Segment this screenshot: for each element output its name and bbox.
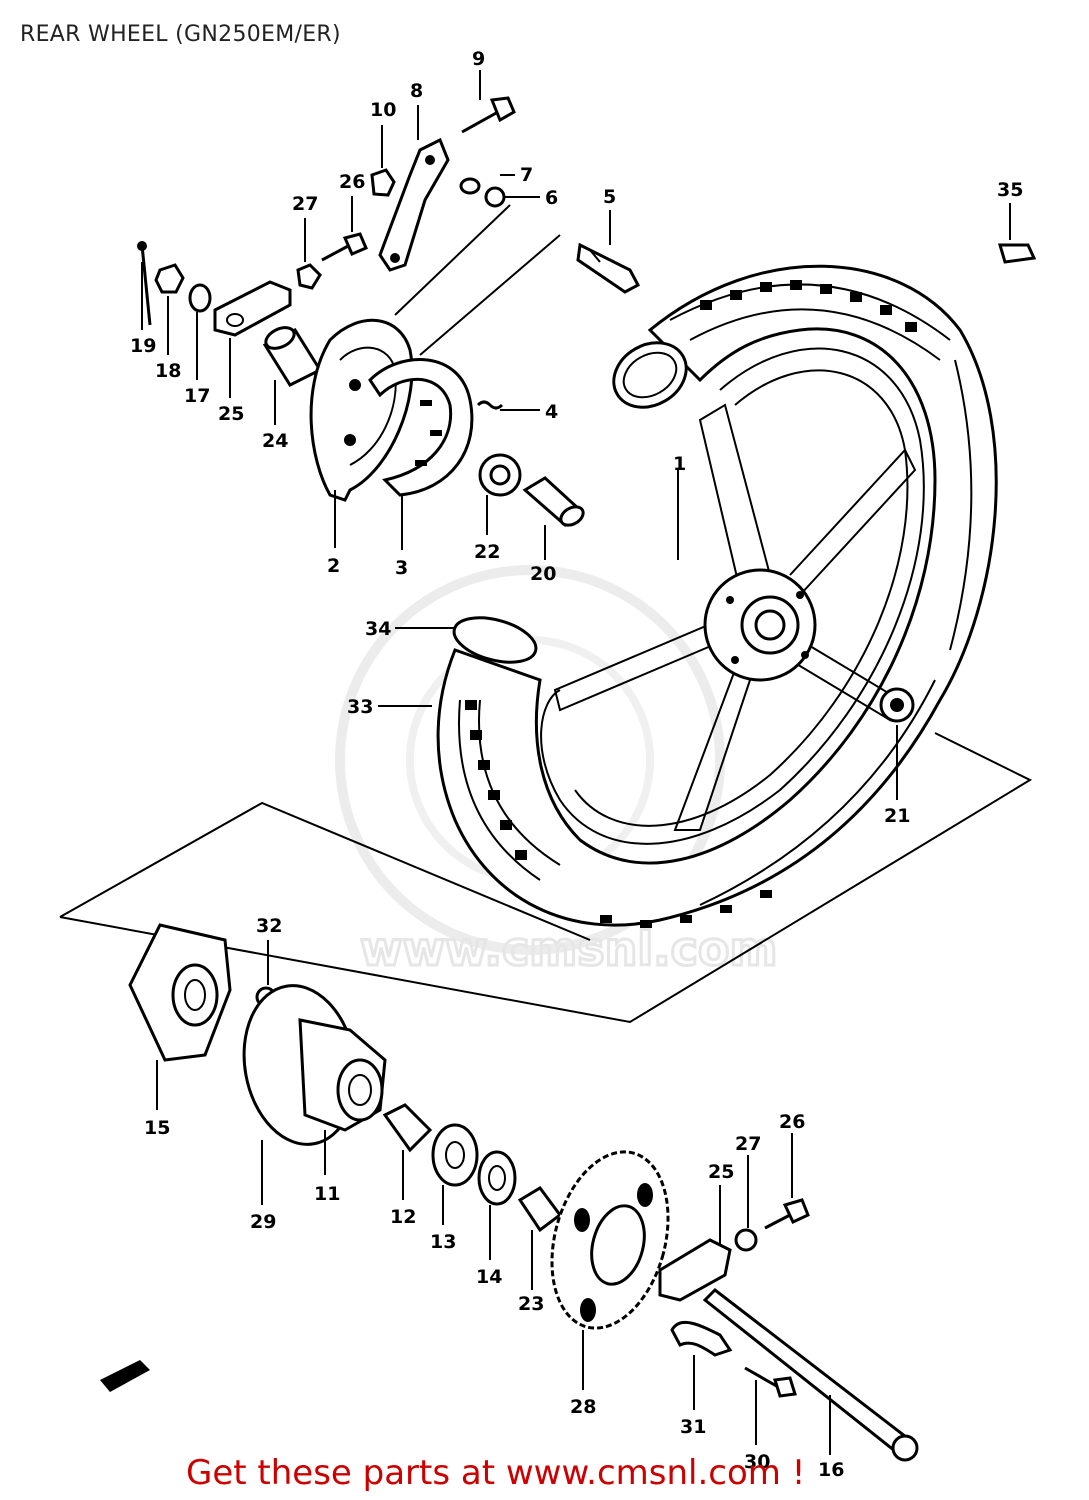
label-13: 13 — [430, 1231, 456, 1253]
label-20: 20 — [530, 563, 556, 585]
label-11: 11 — [314, 1183, 340, 1205]
label-3: 3 — [395, 557, 408, 579]
label-1: 1 — [673, 453, 686, 475]
label-12: 12 — [390, 1206, 416, 1228]
label-33: 33 — [347, 696, 373, 718]
label-4: 4 — [545, 401, 558, 423]
label-16: 16 — [818, 1459, 844, 1481]
label-19: 19 — [130, 335, 156, 357]
label-29: 29 — [250, 1211, 276, 1233]
brake-panel-assembly — [137, 96, 1037, 528]
rear-wheel — [436, 264, 998, 928]
label-8: 8 — [410, 80, 423, 102]
label-25: 25 — [218, 403, 244, 425]
label-7: 7 — [520, 164, 533, 186]
sprocket-assembly — [100, 923, 919, 1462]
label-32: 32 — [256, 915, 282, 937]
label-5: 5 — [603, 186, 616, 208]
label-18: 18 — [155, 360, 181, 382]
part-labels: 19 18 17 25 24 27 26 10 8 9 7 6 5 4 2 3 … — [130, 48, 1023, 1481]
label-6: 6 — [545, 187, 558, 209]
label-27: 27 — [292, 193, 318, 215]
label-25b: 25 — [708, 1161, 734, 1183]
label-10: 10 — [370, 99, 396, 121]
label-30: 30 — [744, 1451, 770, 1473]
label-31: 31 — [680, 1416, 706, 1438]
page-title: REAR WHEEL (GN250EM/ER) — [20, 22, 341, 47]
label-14: 14 — [476, 1266, 502, 1288]
label-24: 24 — [262, 430, 288, 452]
label-28: 28 — [570, 1396, 596, 1418]
label-2: 2 — [327, 555, 340, 577]
label-34: 34 — [365, 618, 391, 640]
label-17: 17 — [184, 385, 210, 407]
label-23: 23 — [518, 1293, 544, 1315]
footer-link[interactable]: Get these parts at www.cmsnl.com ! — [186, 1453, 806, 1493]
label-21: 21 — [884, 805, 910, 827]
label-15: 15 — [144, 1117, 170, 1139]
label-22: 22 — [474, 541, 500, 563]
label-27b: 27 — [735, 1133, 761, 1155]
label-26b: 26 — [779, 1111, 805, 1133]
label-35: 35 — [997, 179, 1023, 201]
assembly-frame — [59, 732, 1033, 1024]
watermark-text: www.cmsnl.com — [360, 922, 777, 976]
label-26: 26 — [339, 171, 365, 193]
label-9: 9 — [472, 48, 485, 70]
